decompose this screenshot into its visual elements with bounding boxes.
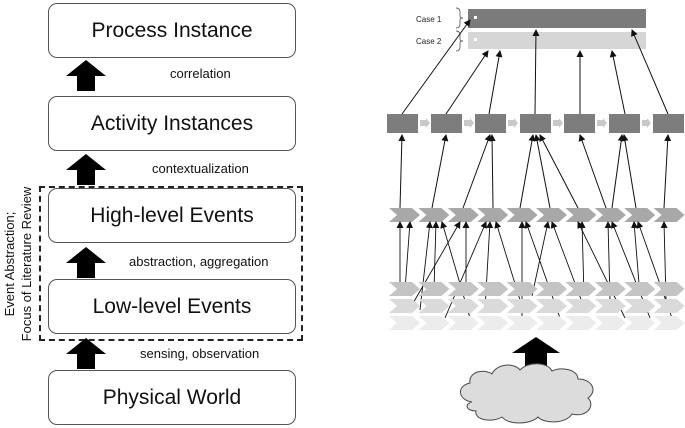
event-chevron: [653, 316, 685, 330]
event-chevron: [418, 299, 450, 313]
event-chevron: [389, 208, 420, 222]
case-1-row: Case 1: [416, 7, 646, 29]
cloud-icon: [460, 363, 594, 424]
low-level-events-label: Low-level Events: [92, 294, 252, 318]
event-chevron: [653, 208, 685, 222]
activity-box: [475, 114, 506, 133]
event-chevron: [624, 299, 656, 313]
up-arrow-icon: [66, 338, 106, 369]
event-chevron: [536, 282, 567, 296]
event-chevron: [536, 208, 567, 222]
event-chevron: [565, 299, 597, 313]
event-chevron: [389, 282, 420, 296]
event-chevron: [653, 282, 685, 296]
abstraction-label: abstraction, aggregation: [129, 254, 269, 269]
event-chevron: [506, 208, 538, 222]
activity-box: [431, 114, 462, 133]
event-chevron: [594, 316, 626, 330]
event-chevron: [447, 299, 479, 313]
physical-world-box: Physical World: [48, 370, 296, 425]
event-chevron: [565, 208, 597, 222]
process-instance-box: Process Instance: [48, 3, 296, 58]
up-arrow-icon: [66, 247, 106, 278]
event-chevron: [447, 208, 479, 222]
case-1-marker: [474, 16, 477, 19]
high-level-event-row: [389, 208, 685, 222]
event-chevron: [389, 316, 420, 330]
focus-side-label: Event Abstraction; Focus of Literature R…: [2, 186, 34, 341]
case-2-marker: [474, 38, 477, 41]
event-chevron: [477, 282, 509, 296]
event-chevron: [506, 316, 538, 330]
contextualization-label: contextualization: [152, 161, 249, 176]
event-chevron: [418, 316, 450, 330]
up-arrow-icon: [66, 154, 106, 185]
high-level-events-box: High-level Events: [48, 188, 296, 243]
event-chevron: [624, 316, 656, 330]
low-level-event-row: [389, 316, 685, 330]
event-chevron: [418, 208, 450, 222]
up-arrow-icon: [512, 337, 560, 368]
event-chevron: [418, 282, 450, 296]
case-2-label: Case 2: [416, 37, 442, 46]
high-level-events-label: High-level Events: [90, 203, 254, 227]
process-instance-label: Process Instance: [91, 18, 253, 42]
case-1-brace: [455, 7, 464, 29]
event-chevron: [447, 316, 479, 330]
event-chevron: [624, 282, 656, 296]
case-2-row: Case 2: [416, 30, 646, 52]
event-chevron: [536, 316, 567, 330]
event-chevron: [624, 208, 656, 222]
activity-sequence-arrows: [420, 118, 651, 128]
activity-instances-box: Activity Instances: [48, 96, 296, 151]
focus-label-line2: Focus of Literature Review: [19, 186, 34, 341]
case-2-brace: [455, 30, 464, 52]
event-chevron: [477, 299, 509, 313]
activity-box: [564, 114, 595, 133]
event-chevron: [447, 282, 479, 296]
case-2-bar: [468, 32, 646, 49]
activity-box: [520, 114, 551, 133]
event-chevron: [506, 282, 538, 296]
activity-to-case-connectors: [401, 19, 669, 115]
event-chevron: [594, 299, 626, 313]
event-chevron: [594, 208, 626, 222]
activity-box: [387, 114, 418, 133]
low-level-event-row: [389, 282, 685, 296]
event-chevron: [477, 316, 509, 330]
event-chevron: [565, 316, 597, 330]
event-chevron: [565, 282, 597, 296]
up-arrow-icon: [66, 60, 106, 91]
high-to-activity-connectors: [398, 134, 672, 209]
physical-world-label: Physical World: [102, 385, 242, 409]
correlation-label: correlation: [170, 66, 231, 81]
activity-box: [653, 114, 684, 133]
event-chevron: [477, 208, 509, 222]
low-level-event-row: [389, 299, 685, 313]
case-1-bar: [468, 9, 646, 28]
event-chevron: [653, 299, 685, 313]
activity-instances-label: Activity Instances: [90, 111, 254, 135]
activity-box: [609, 114, 640, 133]
event-chevron: [536, 299, 567, 313]
event-chevron: [506, 299, 538, 313]
focus-frame: [39, 186, 303, 341]
event-chevron: [389, 299, 420, 313]
event-chevron: [594, 282, 626, 296]
low-level-events-box: Low-level Events: [48, 279, 296, 334]
activity-instance-row: [387, 114, 684, 133]
sensing-label: sensing, observation: [140, 346, 260, 361]
case-1-label: Case 1: [416, 15, 442, 24]
focus-label-line1: Event Abstraction;: [2, 212, 17, 317]
